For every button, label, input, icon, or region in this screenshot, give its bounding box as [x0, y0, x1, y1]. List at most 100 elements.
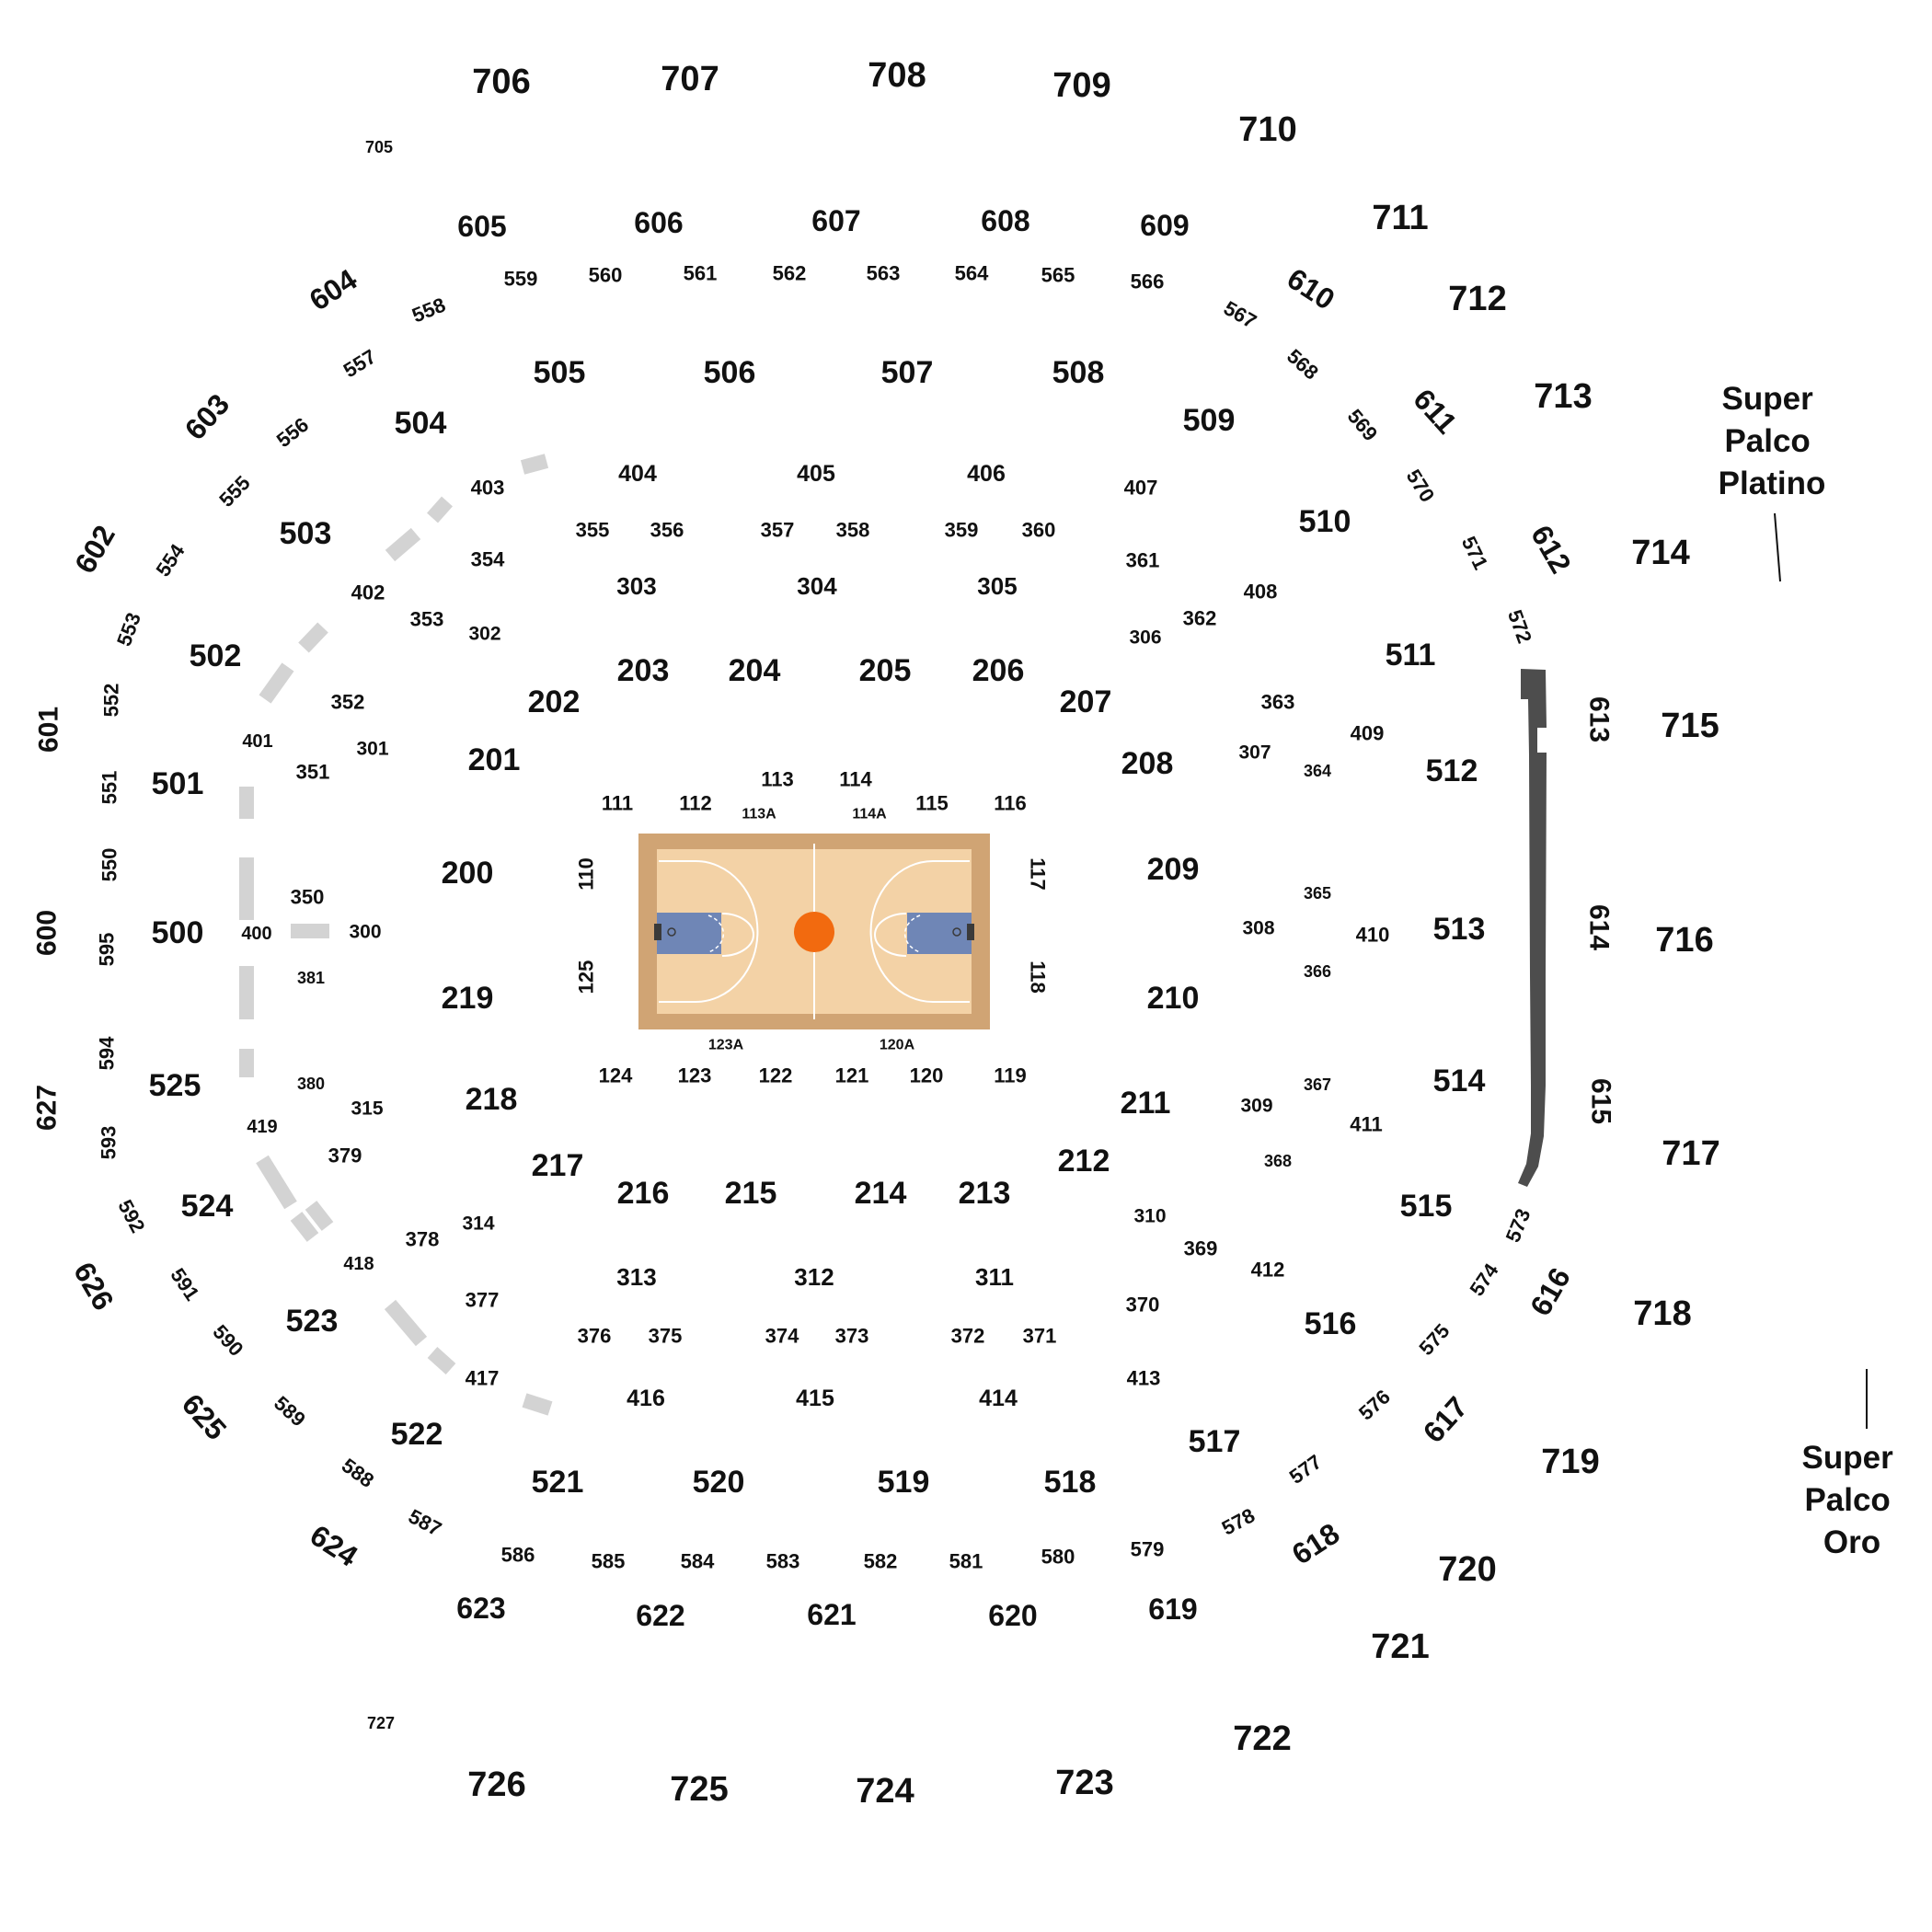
- section-557[interactable]: 557: [339, 345, 380, 383]
- section-214[interactable]: 214: [855, 1176, 907, 1211]
- section-622[interactable]: 622: [636, 1599, 684, 1632]
- section-518[interactable]: 518: [1044, 1465, 1097, 1500]
- section-512[interactable]: 512: [1426, 753, 1478, 788]
- section-120[interactable]: 120: [910, 1064, 944, 1087]
- section-500[interactable]: 500: [152, 915, 204, 950]
- section-554[interactable]: 554: [151, 539, 190, 581]
- section-565[interactable]: 565: [1041, 264, 1075, 287]
- section-501[interactable]: 501: [152, 766, 204, 801]
- section-379[interactable]: 379: [328, 1144, 362, 1167]
- section-352[interactable]: 352: [331, 691, 365, 714]
- section-118[interactable]: 118: [1027, 960, 1050, 994]
- section-576[interactable]: 576: [1354, 1385, 1395, 1424]
- section-517[interactable]: 517: [1189, 1424, 1241, 1459]
- section-523[interactable]: 523: [286, 1304, 339, 1339]
- section-719[interactable]: 719: [1541, 1443, 1599, 1481]
- section-563[interactable]: 563: [867, 262, 901, 285]
- super-palco-box[interactable]: [1518, 669, 1547, 1187]
- section-419[interactable]: 419: [247, 1117, 277, 1137]
- section-601[interactable]: 601: [34, 707, 64, 753]
- section-204[interactable]: 204: [729, 653, 781, 688]
- section-623[interactable]: 623: [456, 1592, 505, 1625]
- section-203[interactable]: 203: [617, 653, 670, 688]
- section-505[interactable]: 505: [534, 355, 586, 390]
- section-311[interactable]: 311: [975, 1263, 1014, 1291]
- section-417[interactable]: 417: [466, 1367, 500, 1390]
- section-113a[interactable]: 113A: [742, 807, 776, 822]
- section-301[interactable]: 301: [356, 739, 388, 760]
- section-372[interactable]: 372: [951, 1325, 985, 1348]
- section-706[interactable]: 706: [472, 63, 530, 101]
- section-310[interactable]: 310: [1133, 1206, 1166, 1227]
- section-610[interactable]: 610: [1282, 261, 1340, 316]
- section-556[interactable]: 556: [272, 413, 313, 452]
- section-400[interactable]: 400: [241, 924, 271, 944]
- section-713[interactable]: 713: [1534, 377, 1592, 416]
- section-569[interactable]: 569: [1343, 405, 1383, 445]
- section-503[interactable]: 503: [280, 516, 332, 551]
- section-594[interactable]: 594: [96, 1036, 119, 1070]
- section-620[interactable]: 620: [988, 1599, 1037, 1632]
- section-374[interactable]: 374: [765, 1325, 799, 1348]
- section-509[interactable]: 509: [1183, 403, 1236, 438]
- section-581[interactable]: 581: [949, 1550, 983, 1573]
- section-520[interactable]: 520: [693, 1465, 745, 1500]
- section-614[interactable]: 614: [1584, 904, 1615, 950]
- section-618[interactable]: 618: [1286, 1516, 1345, 1570]
- section-313[interactable]: 313: [616, 1263, 656, 1291]
- section-602[interactable]: 602: [68, 520, 121, 579]
- section-626[interactable]: 626: [67, 1257, 121, 1316]
- section-123a[interactable]: 123A: [708, 1038, 744, 1053]
- section-113[interactable]: 113: [761, 768, 794, 791]
- section-609[interactable]: 609: [1140, 209, 1189, 242]
- section-381[interactable]: 381: [297, 969, 325, 987]
- section-114a[interactable]: 114A: [852, 807, 887, 822]
- section-577[interactable]: 577: [1285, 1450, 1326, 1489]
- section-355[interactable]: 355: [576, 519, 610, 542]
- section-727[interactable]: 727: [367, 1714, 395, 1732]
- section-616[interactable]: 616: [1524, 1262, 1577, 1321]
- section-568[interactable]: 568: [1282, 344, 1323, 384]
- section-418[interactable]: 418: [343, 1254, 374, 1274]
- section-718[interactable]: 718: [1633, 1294, 1691, 1333]
- section-710[interactable]: 710: [1238, 110, 1296, 149]
- section-590[interactable]: 590: [208, 1320, 247, 1361]
- section-502[interactable]: 502: [190, 638, 242, 673]
- section-410[interactable]: 410: [1356, 924, 1390, 947]
- section-353[interactable]: 353: [410, 608, 444, 631]
- section-579[interactable]: 579: [1131, 1538, 1165, 1561]
- section-561[interactable]: 561: [684, 262, 718, 285]
- section-705[interactable]: 705: [365, 138, 393, 156]
- section-201[interactable]: 201: [468, 742, 521, 777]
- section-725[interactable]: 725: [670, 1770, 728, 1809]
- section-613[interactable]: 613: [1584, 696, 1615, 742]
- section-726[interactable]: 726: [467, 1765, 525, 1804]
- section-707[interactable]: 707: [661, 60, 719, 98]
- section-363[interactable]: 363: [1261, 691, 1295, 714]
- section-607[interactable]: 607: [811, 204, 860, 237]
- section-360[interactable]: 360: [1022, 519, 1056, 542]
- section-413[interactable]: 413: [1127, 1367, 1161, 1390]
- section-210[interactable]: 210: [1147, 981, 1200, 1016]
- section-550[interactable]: 550: [98, 848, 121, 882]
- section-717[interactable]: 717: [1662, 1134, 1719, 1173]
- section-315[interactable]: 315: [351, 1098, 383, 1120]
- section-585[interactable]: 585: [592, 1550, 626, 1573]
- section-593[interactable]: 593: [98, 1126, 121, 1160]
- section-583[interactable]: 583: [766, 1550, 800, 1573]
- section-304[interactable]: 304: [797, 572, 837, 600]
- section-213[interactable]: 213: [959, 1176, 1011, 1211]
- section-211[interactable]: 211: [1121, 1086, 1171, 1121]
- section-559[interactable]: 559: [504, 268, 538, 291]
- section-208[interactable]: 208: [1121, 746, 1174, 781]
- section-570[interactable]: 570: [1402, 466, 1440, 506]
- section-571[interactable]: 571: [1457, 533, 1493, 573]
- section-403[interactable]: 403: [471, 477, 505, 500]
- section-553[interactable]: 553: [112, 609, 145, 649]
- section-615[interactable]: 615: [1586, 1078, 1616, 1124]
- section-586[interactable]: 586: [501, 1544, 535, 1567]
- section-715[interactable]: 715: [1661, 707, 1719, 745]
- section-525[interactable]: 525: [149, 1068, 201, 1103]
- section-307[interactable]: 307: [1238, 742, 1271, 764]
- section-515[interactable]: 515: [1400, 1189, 1453, 1224]
